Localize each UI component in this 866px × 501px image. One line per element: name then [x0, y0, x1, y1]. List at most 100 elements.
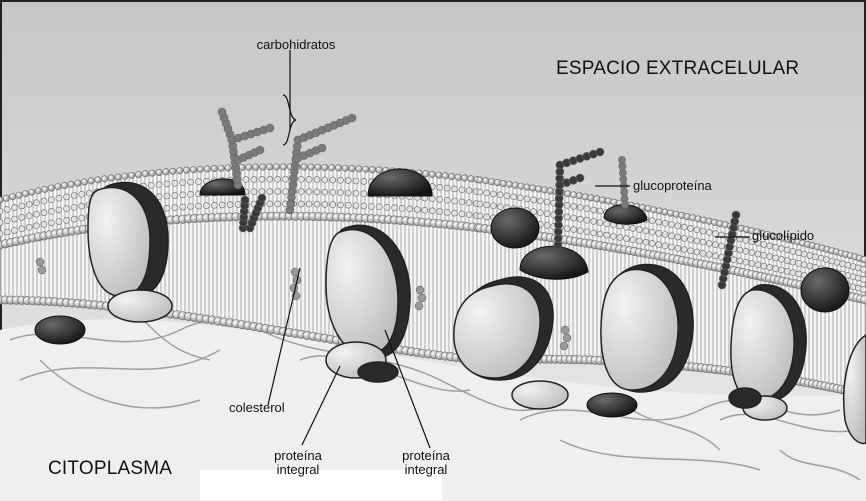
phospholipid-head — [335, 165, 341, 171]
phospholipid-head — [267, 164, 273, 170]
phospholipid-head — [681, 247, 687, 253]
phospholipid-head — [544, 211, 550, 217]
phospholipid-head — [749, 261, 755, 267]
phospholipid-head — [778, 267, 784, 273]
phospholipid-head — [604, 221, 610, 227]
phospholipid-head — [773, 266, 779, 272]
phospholipid-head — [361, 178, 367, 184]
phospholipid-head — [275, 176, 281, 182]
phospholipid-head — [156, 169, 162, 175]
phospholipid-head — [61, 182, 67, 188]
phospholipid-head — [599, 197, 605, 203]
phospholipid-head — [669, 222, 675, 228]
phospholipid-head — [218, 165, 224, 171]
phospholipid-head — [675, 223, 681, 229]
phospholipid-head — [64, 217, 70, 223]
phospholipid-head — [79, 215, 85, 221]
sugar-bead — [318, 144, 326, 152]
phospholipid-head — [706, 240, 712, 246]
phospholipid-head — [591, 207, 597, 213]
phospholipid-head — [651, 207, 657, 213]
phospholipid-head — [688, 248, 694, 254]
phospholipid-head — [537, 210, 543, 216]
phospholipid-head — [384, 204, 390, 210]
phospholipid-head — [468, 176, 474, 182]
phospholipid-head — [823, 257, 829, 263]
phospholipid-head — [429, 171, 435, 177]
phospholipid-head — [544, 222, 550, 228]
phospholipid-head — [490, 191, 496, 197]
phospholipid-head — [42, 186, 48, 192]
phospholipid-head — [743, 237, 749, 243]
phospholipid-head — [164, 205, 170, 211]
phospholipid-head — [834, 259, 840, 265]
phospholipid-head — [75, 180, 81, 186]
phospholipid-head — [796, 250, 802, 256]
phospholipid-head — [565, 191, 571, 197]
phospholipid-head — [345, 178, 351, 184]
phospholipid-head — [363, 166, 369, 172]
phospholipid-head — [19, 203, 25, 209]
phospholipid-head — [422, 207, 428, 213]
phospholipid-head — [246, 164, 252, 170]
phospholipid-head — [466, 200, 472, 206]
phospholipid-head — [662, 209, 668, 215]
phospholipid-head — [459, 187, 465, 193]
phospholipid-head — [605, 198, 611, 204]
phospholipid-head — [778, 246, 784, 252]
phospholipid-head — [617, 234, 623, 240]
phospholipid-head — [694, 238, 700, 244]
phospholipid-head — [322, 164, 328, 170]
phospholipid-head — [353, 190, 359, 196]
phospholipid-head — [345, 190, 351, 196]
sugar-bead — [618, 156, 625, 163]
phospholipid-head — [649, 218, 655, 224]
glycoprotein-label: glucoproteína — [633, 179, 712, 193]
phospholipid-head — [172, 180, 178, 186]
phospholipid-head — [700, 250, 706, 256]
phospholipid-head — [129, 172, 135, 178]
phospholipid-head — [518, 183, 524, 189]
phospholipid-head — [731, 257, 737, 263]
sugar-bead — [241, 196, 249, 204]
phospholipid-head — [22, 191, 28, 197]
phospholipid-head — [623, 236, 629, 242]
phospholipid-head — [761, 263, 767, 269]
phospholipid-head — [81, 179, 87, 185]
phospholipid-head — [369, 203, 375, 209]
phospholipid-head — [4, 218, 10, 224]
phospholipid-head — [71, 216, 77, 222]
phospholipid-head — [506, 181, 512, 187]
phospholipid-head — [235, 201, 241, 207]
phospholipid-head — [437, 209, 443, 215]
phospholipid-head — [861, 256, 866, 262]
phospholipid-head — [597, 231, 603, 237]
sugar-bead — [596, 148, 604, 156]
phospholipid-head — [743, 259, 749, 265]
phospholipid-head — [796, 260, 802, 266]
phospholipid-head — [547, 188, 553, 194]
phospholipid-head — [584, 206, 590, 212]
phospholipid-head — [122, 173, 128, 179]
phospholipid-head — [688, 225, 694, 231]
phospholipid-head — [860, 276, 866, 282]
phospholipid-head — [681, 224, 687, 230]
phospholipid-head — [571, 192, 577, 198]
phospholipid-head — [669, 233, 675, 239]
phospholipid-head — [577, 228, 583, 234]
phospholipid-head — [148, 182, 154, 188]
phospholipid-head — [275, 189, 281, 195]
phospholipid-head — [253, 164, 259, 170]
phospholipid-head — [517, 195, 523, 201]
phospholipid-head — [645, 205, 651, 211]
sugar-bead — [348, 114, 356, 122]
phospholipid-head — [591, 218, 597, 224]
phospholipid-head — [188, 204, 194, 210]
phospholipid-head — [79, 191, 85, 197]
phospholipid-head — [610, 233, 616, 239]
phospholipid-head — [361, 203, 367, 209]
phospholipid-head — [675, 245, 681, 251]
phospholipid-head — [180, 204, 186, 210]
phospholipid-head — [524, 196, 530, 202]
